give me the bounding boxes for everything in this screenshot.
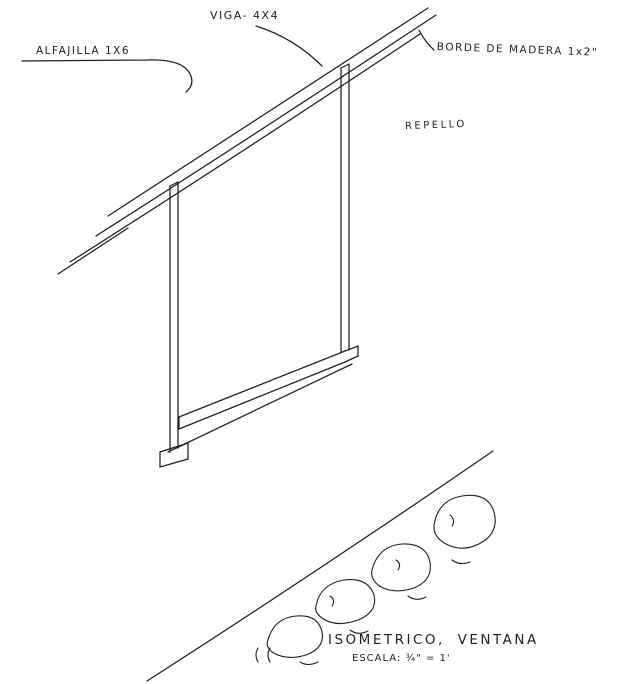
sketch-stroke bbox=[299, 661, 319, 666]
sketch-stroke bbox=[407, 595, 427, 600]
sketch-stroke bbox=[349, 629, 369, 634]
leader-lines bbox=[21, 25, 435, 93]
sill-bottom-edge bbox=[178, 361, 346, 430]
foot-block-bottom bbox=[159, 458, 189, 468]
roof-beam-lines bbox=[57, 7, 437, 275]
borde-leader bbox=[418, 29, 435, 51]
beam-line-stub bbox=[57, 227, 129, 275]
sill-right-cap-top bbox=[344, 345, 359, 352]
stone-blob bbox=[266, 615, 323, 658]
window-sill bbox=[167, 345, 359, 453]
window-frame bbox=[159, 63, 350, 468]
ground-edge bbox=[146, 450, 494, 682]
alfajilla-leader bbox=[21, 59, 193, 93]
label-viga: VIGA- 4X4 bbox=[210, 9, 280, 22]
stone-blob bbox=[371, 543, 431, 592]
ground-line bbox=[146, 450, 494, 682]
beam-line-top bbox=[107, 7, 429, 217]
tick-mark bbox=[255, 647, 259, 663]
label-alfajilla: ALFAJILLA 1X6 bbox=[36, 45, 130, 57]
stone-blob bbox=[433, 494, 496, 549]
sill-right-cap-bottom bbox=[344, 355, 359, 363]
stone-blob bbox=[315, 579, 376, 625]
left-stud-cap bbox=[169, 181, 179, 187]
sill-top-edge bbox=[178, 350, 346, 418]
sketch-stroke bbox=[449, 514, 455, 527]
label-repello: REPELLO bbox=[404, 118, 467, 133]
right-stud-cap bbox=[340, 63, 350, 69]
bottom-plate-edge bbox=[167, 363, 353, 453]
sketch-stroke bbox=[395, 559, 401, 571]
tick-mark bbox=[267, 647, 271, 663]
sketch-stroke bbox=[451, 559, 471, 565]
beam-line-second bbox=[95, 14, 437, 237]
sketch-stroke bbox=[329, 595, 335, 607]
drawing-title: ISOMETRICO, VENTANA bbox=[328, 632, 539, 648]
beam-line-bottom bbox=[69, 33, 421, 263]
viga-leader bbox=[255, 25, 323, 67]
drawing-scale: ESCALA: ¾" = 1' bbox=[352, 653, 451, 664]
stone-sketch bbox=[255, 494, 496, 666]
